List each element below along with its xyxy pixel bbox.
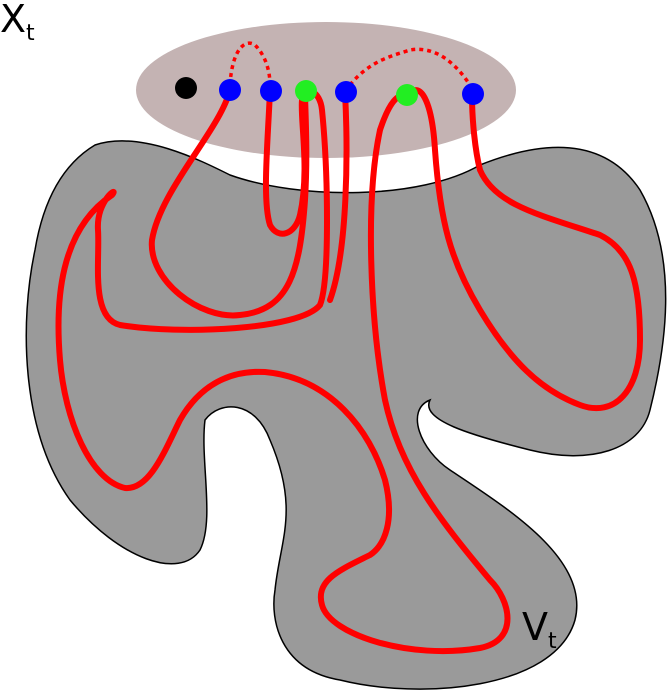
vertex-blue — [462, 83, 484, 105]
dotted-connector-right — [348, 47, 472, 87]
label-v-sub: t — [548, 629, 557, 654]
label-v-t: V t — [522, 605, 557, 654]
path-center — [327, 89, 350, 303]
vertex-blue — [260, 80, 282, 102]
path-green-right — [405, 87, 643, 412]
vertex-green — [396, 84, 418, 106]
path-loop-small — [55, 87, 511, 654]
label-x-sub: t — [26, 21, 35, 46]
ellipse-x — [136, 22, 516, 158]
vertex-green — [295, 80, 317, 102]
label-x-base: X — [0, 0, 26, 41]
vertex-blue — [219, 79, 241, 101]
label-x-t: X t — [0, 0, 35, 46]
vertex-blue — [335, 81, 357, 103]
vertex-black — [175, 77, 197, 99]
label-v-base: V — [522, 605, 548, 649]
